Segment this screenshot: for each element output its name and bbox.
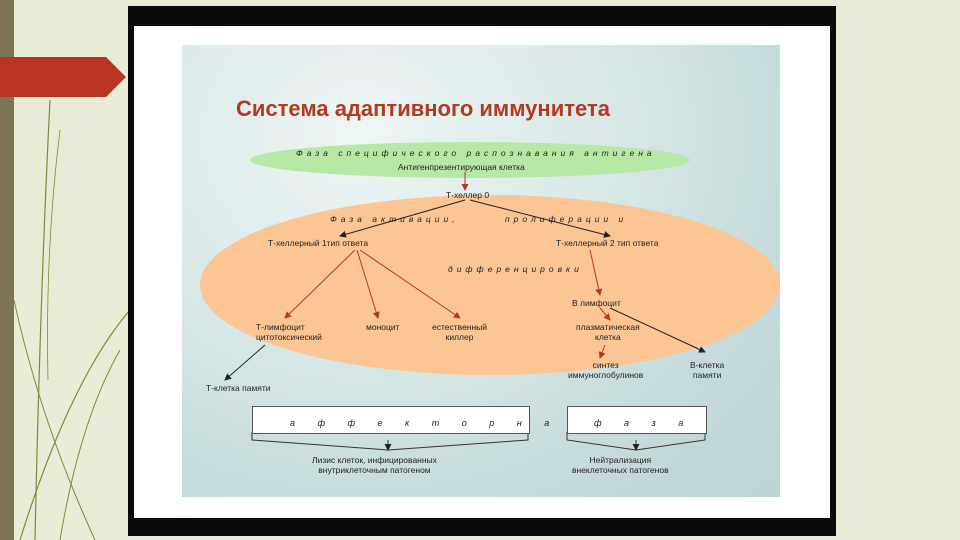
arrow-blymph-to-plasma (599, 307, 611, 321)
effector-phase-text: а ф ф е к т о р н а я (290, 418, 587, 428)
t-helper-0-label: Т-хеллер 0 (446, 190, 490, 200)
activation-ellipse (200, 195, 780, 375)
arrow-plasma-to-synthesis (598, 344, 606, 359)
arrow-th1-to-tlymph (284, 249, 356, 319)
red-arrow-tab (0, 57, 126, 97)
arrow-th1-to-killer (359, 249, 461, 319)
slide-title: Система адаптивного иммунитета (236, 96, 610, 121)
arrow-th2-to-blymph (589, 249, 603, 296)
t-memory-cell-label: Т-клетка памяти (206, 383, 271, 393)
proliferation-label: пролиферации и (505, 214, 628, 224)
arrow-th0-to-th1 (339, 199, 466, 238)
arrow-th1-to-monocyte (356, 249, 380, 319)
decorative-lines (13, 99, 130, 540)
phase-text: ф а з а (594, 418, 694, 428)
arrow-th0-to-th2 (469, 199, 611, 238)
recognition-ellipse (250, 142, 690, 178)
left-decor-bar (0, 0, 14, 540)
t-helper-type1-label: Т-хеллерный 1тип ответа (268, 238, 369, 248)
arrow-blymph-to-memory (609, 307, 706, 353)
monocyte-label: моноцит (366, 322, 400, 332)
recognition-phase-label: Фаза специфического распознавания антиге… (296, 148, 656, 158)
b-lymphocyte-label: В лимфоцит (572, 298, 621, 308)
arrow-tlymph-to-memory (224, 344, 266, 381)
differentiation-label: дифференцировки (448, 264, 583, 274)
t-helper-type2-label: Т-хеллерный 2 тип ответа (556, 238, 659, 248)
effector-phase-box (252, 406, 530, 434)
activation-phase-label: Фаза активации, (330, 214, 459, 224)
effector-bracket (251, 432, 529, 451)
antigen-cell-label: Антигенпрезентирующая клетка (398, 162, 525, 172)
phase-box (567, 406, 707, 434)
